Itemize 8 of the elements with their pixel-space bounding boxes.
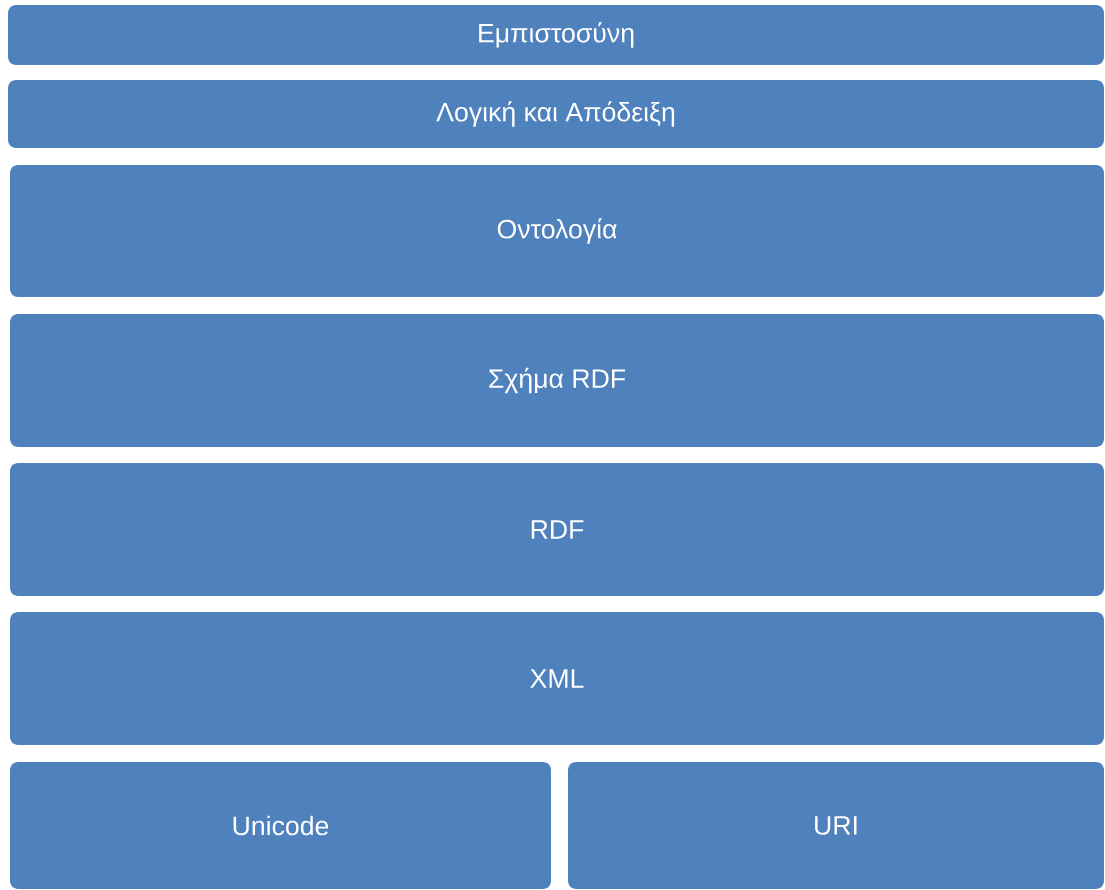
layer-box: Εμπιστοσύνη (8, 5, 1104, 65)
layer-box: RDF (10, 463, 1104, 596)
layer-box: Λογική και Απόδειξη (8, 80, 1104, 148)
layer-box: Σχήμα RDF (10, 314, 1104, 447)
layer-box: URI (568, 762, 1104, 889)
layer-box: Unicode (10, 762, 551, 889)
layer-box: XML (10, 612, 1104, 745)
layer-box: Οντολογία (10, 165, 1104, 297)
